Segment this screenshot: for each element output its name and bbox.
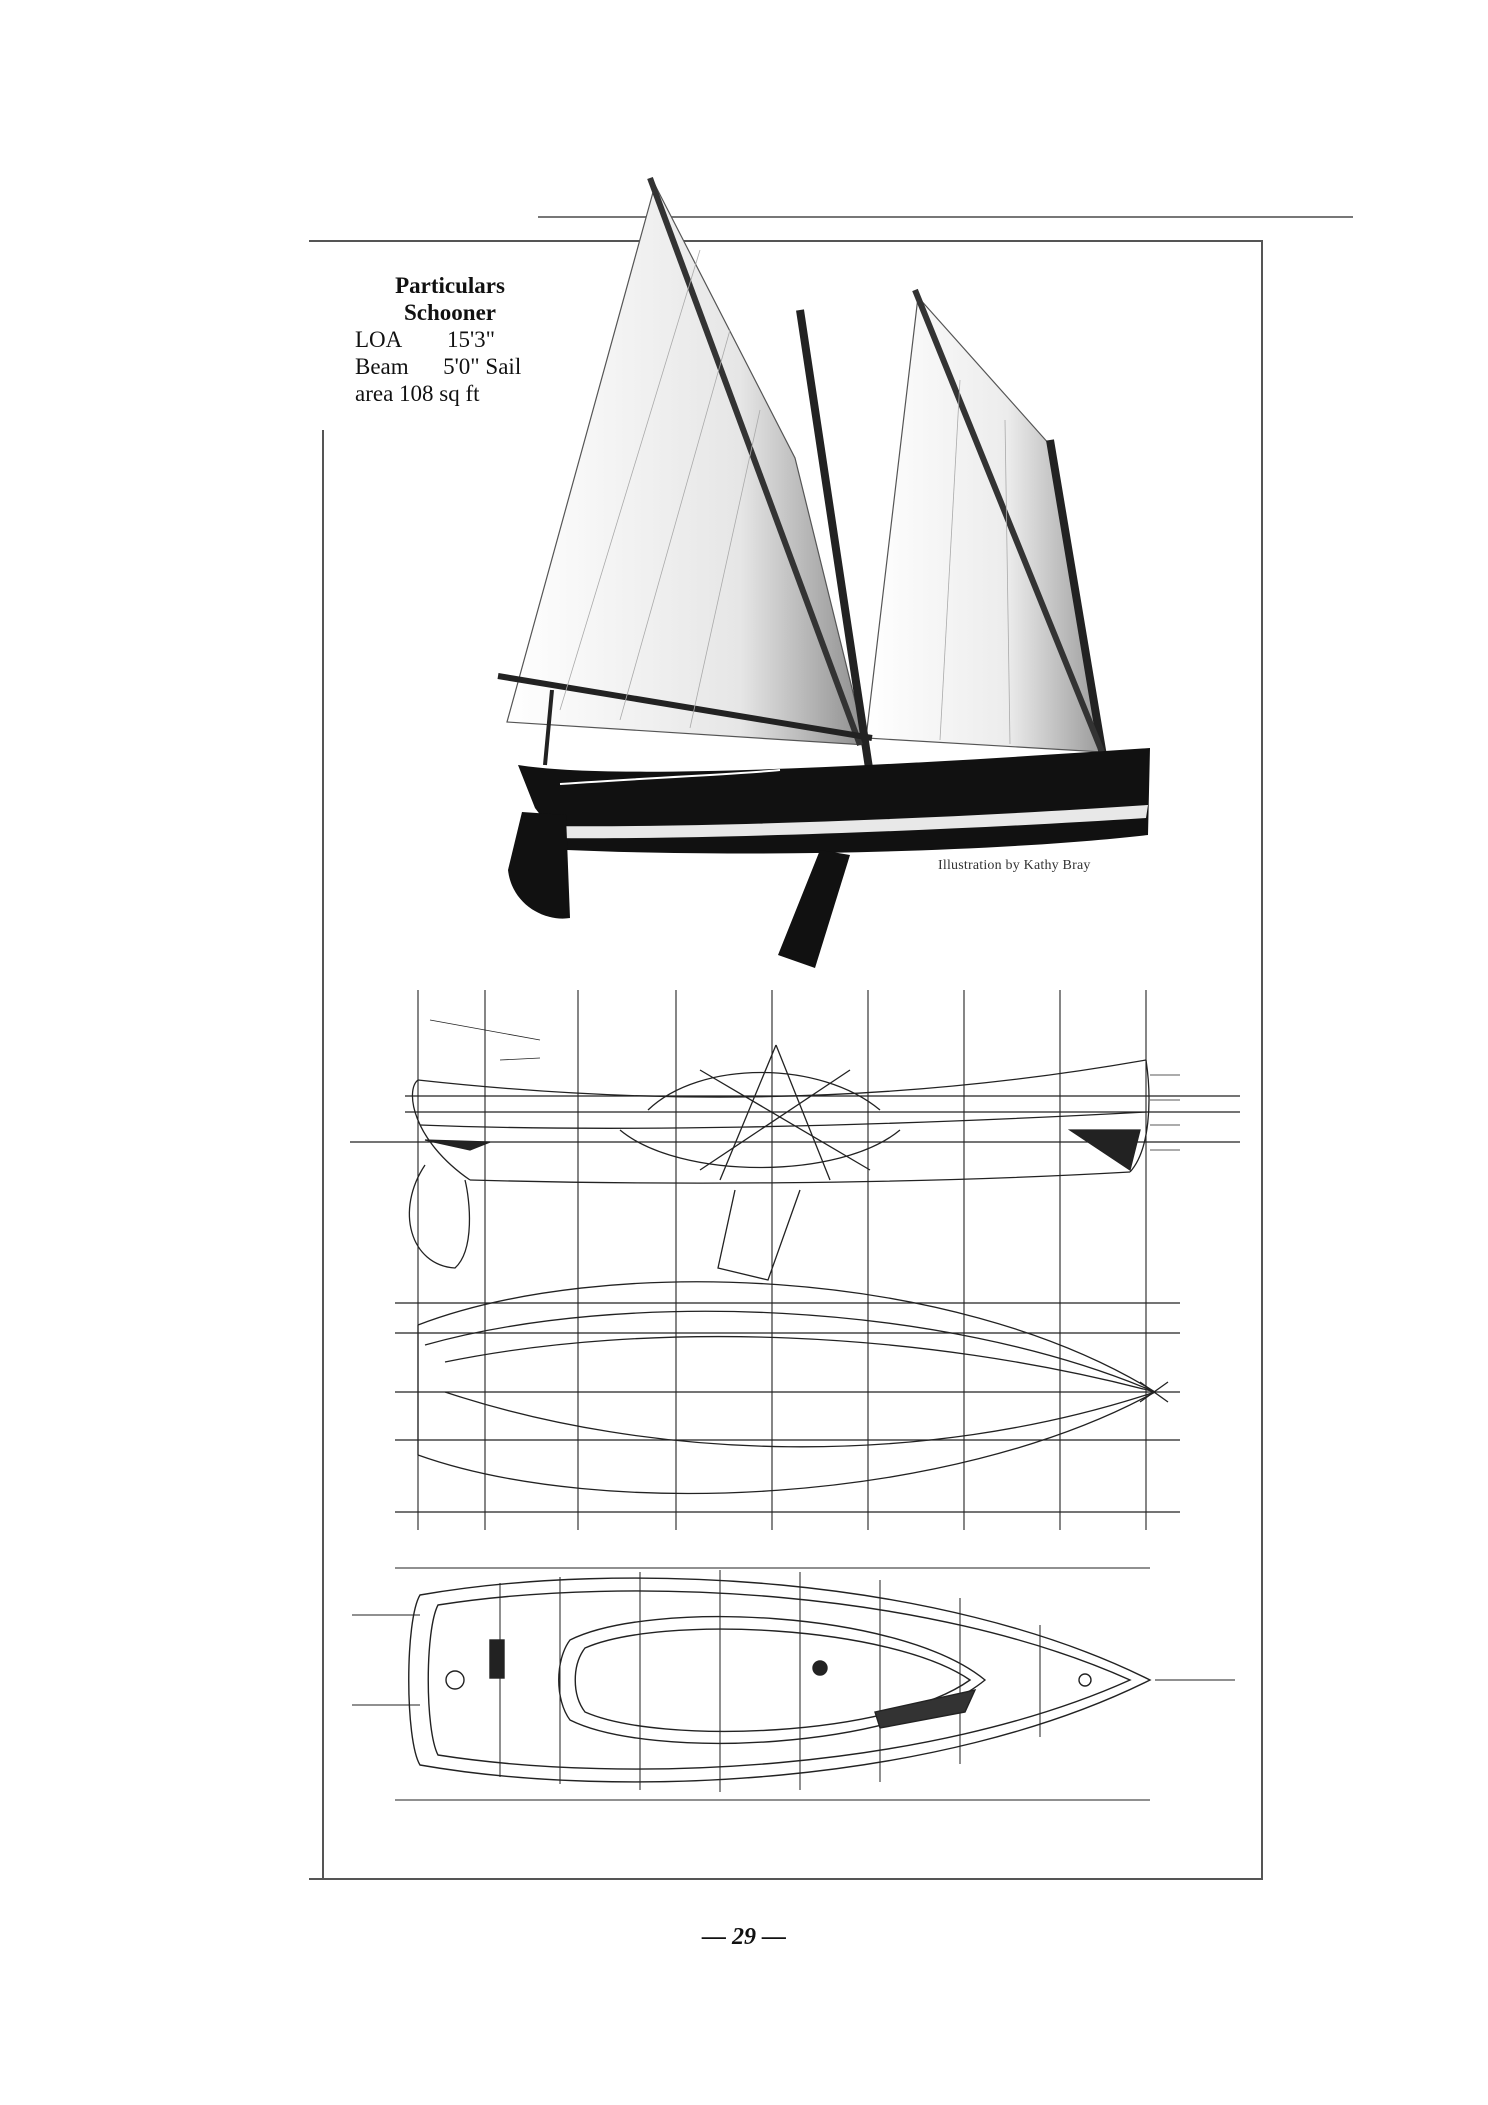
illustration-credit: Illustration by Kathy Bray [938,858,1091,873]
particulars-box: Particulars Schooner LOA 15'3" Beam 5'0"… [355,272,555,407]
top-rule [538,216,1353,218]
hull-profile-lines [350,990,1240,1530]
rig-type: Schooner [404,300,496,325]
illustration-frame [309,240,1263,1880]
spec-beam: Beam 5'0" Sail [355,354,522,379]
frame-left-rule [322,430,324,1880]
spec-sail-area: area 108 sq ft [355,381,480,406]
boat-drawings [350,176,1240,1801]
particulars-heading: Particulars [395,273,505,298]
page-number: — 29 — [702,1924,786,1950]
spec-loa: LOA 15'3" [355,327,496,352]
schooner-sailboat-illustration [497,176,1150,968]
hull-construction-plan [352,1567,1235,1801]
hull-plan-lines [395,1281,1180,1513]
